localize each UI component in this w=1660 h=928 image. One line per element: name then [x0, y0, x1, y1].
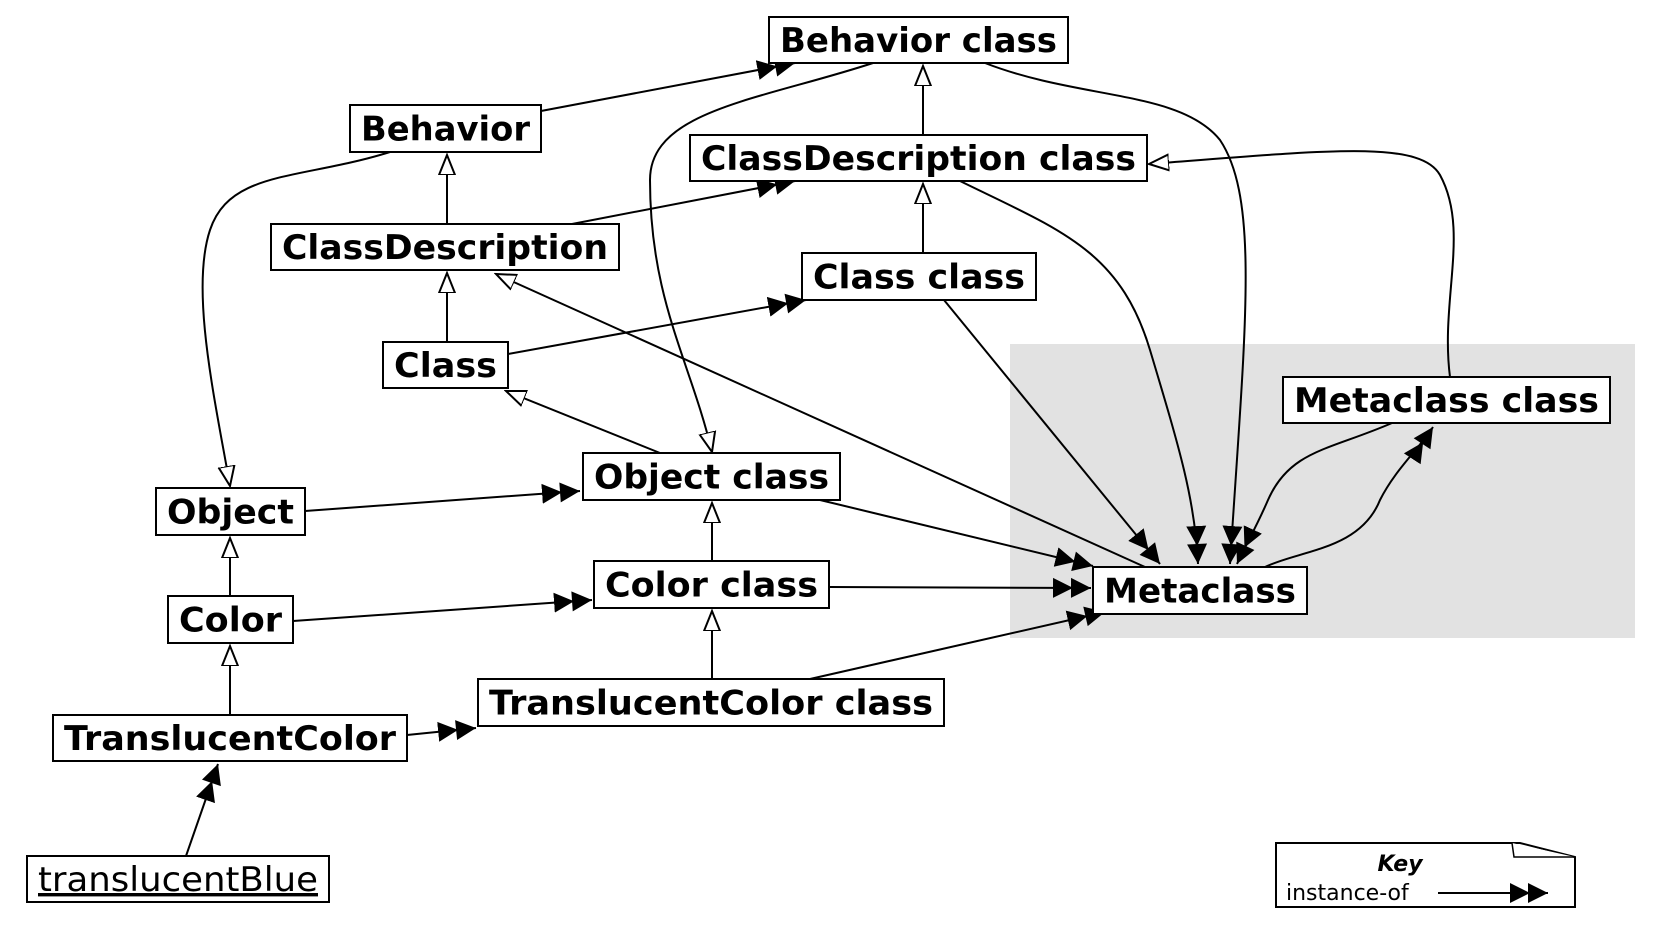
node-translucentblue[interactable]: translucentBlue: [26, 855, 330, 903]
node-box: [801, 252, 1037, 301]
edge-instance-of-classdescription-class-to-metaclass: [959, 180, 1208, 565]
edge-instance-of-class-class-to-metaclass: [943, 299, 1161, 565]
node-classdescription[interactable]: ClassDescription: [270, 223, 620, 271]
node-box: [689, 134, 1148, 182]
node-label: Class: [394, 346, 497, 386]
node-label: ClassDescription: [282, 228, 608, 268]
node-behavior[interactable]: Behavior: [349, 104, 542, 153]
edge-instance-of-behavior-class-to-metaclass: [984, 62, 1247, 565]
edge-instance-of-metaclass-class-to-metaclass: [1236, 422, 1393, 565]
edge-instance-of-class-to-class-class: [507, 293, 807, 355]
edge-inherits-behavior-class-to-object-class: [648, 62, 874, 452]
node-label: Metaclass: [1104, 572, 1296, 612]
node-box: [593, 560, 830, 609]
node-object[interactable]: Object: [155, 487, 306, 536]
edge-inherits-metaclass-class-to-classdescription-class: [1149, 150, 1455, 378]
node-label: Behavior class: [780, 21, 1057, 61]
node-color-class[interactable]: Color class: [593, 560, 830, 609]
edge-instance-of-translucentcolor-to-translucentcolor-class: [406, 720, 477, 742]
node-box: [768, 16, 1069, 64]
node-box: [382, 341, 509, 389]
node-object-class[interactable]: Object class: [582, 452, 841, 501]
legend-title: Key: [1377, 852, 1424, 877]
edge-instance-of-metaclass-to-metaclass-class: [1264, 426, 1434, 568]
node-box: [167, 595, 294, 644]
edge-instance-of-behavior-to-behavior-class: [540, 56, 796, 112]
node-box: [582, 452, 841, 501]
edge-instance-of-color-class-to-metaclass: [828, 577, 1092, 598]
node-box: [1092, 566, 1308, 615]
node-behavior-class[interactable]: Behavior class: [768, 16, 1069, 64]
edge-inherits-metaclass-to-classdescription: [496, 274, 1146, 568]
edge-instance-of-color-to-color-class: [292, 591, 593, 622]
edge-inherits-object-class-to-class: [506, 391, 661, 454]
node-label: Class class: [813, 258, 1025, 298]
node-label: Metaclass class: [1294, 381, 1599, 421]
edges-layer: [185, 56, 1455, 857]
node-label: TranslucentColor: [64, 719, 396, 759]
edge-instance-of-translucentblue-to-translucentcolor: [185, 763, 221, 857]
node-classdescription-class[interactable]: ClassDescription class: [689, 134, 1148, 182]
node-box: [349, 104, 542, 153]
node-translucentcolor-class[interactable]: TranslucentColor class: [477, 678, 945, 727]
node-label: Color class: [605, 566, 818, 606]
node-class[interactable]: Class: [382, 341, 509, 389]
node-box: [26, 855, 330, 903]
legend-instance-of-label: instance-of: [1286, 881, 1410, 906]
node-color[interactable]: Color: [167, 595, 294, 644]
node-label: Color: [179, 601, 282, 641]
legend-key: Key instance-of: [1275, 842, 1576, 908]
node-translucentcolor[interactable]: TranslucentColor: [52, 714, 408, 762]
node-box: [155, 487, 306, 536]
edge-instance-of-object-class-to-metaclass: [819, 499, 1094, 572]
node-metaclass-class[interactable]: Metaclass class: [1282, 376, 1611, 424]
node-metaclass[interactable]: Metaclass: [1092, 566, 1308, 615]
node-label: Object: [167, 493, 294, 533]
node-box: [270, 223, 620, 271]
node-label: Object class: [594, 458, 829, 498]
node-label: Behavior: [361, 110, 530, 150]
edge-instance-of-translucentcolor-class-to-metaclass: [809, 606, 1106, 680]
edge-instance-of-classdescription-to-classdescription-class: [571, 174, 796, 225]
node-class-class[interactable]: Class class: [801, 252, 1037, 301]
edge-instance-of-object-to-object-class: [304, 482, 581, 512]
node-box: [477, 678, 945, 727]
node-label: TranslucentColor class: [489, 684, 933, 724]
node-label: ClassDescription class: [701, 139, 1136, 179]
node-box: [1282, 376, 1611, 424]
edge-inherits-behavior-to-object: [201, 151, 391, 486]
node-box: [52, 714, 408, 762]
node-label: translucentBlue: [38, 860, 318, 900]
